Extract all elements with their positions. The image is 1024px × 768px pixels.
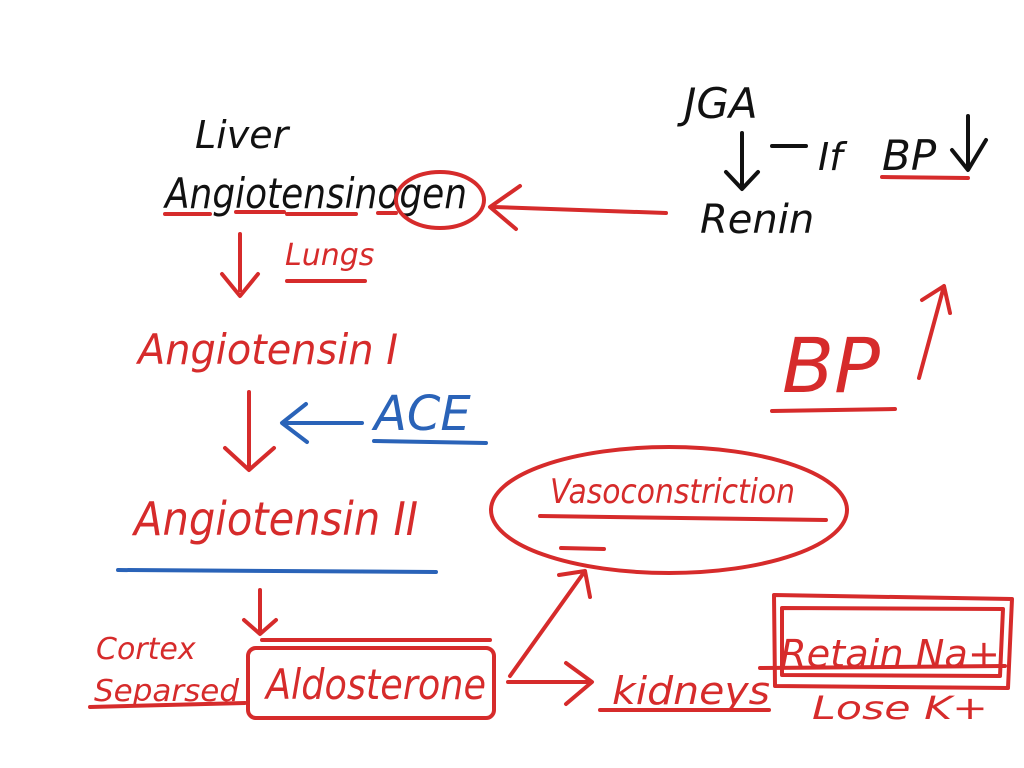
label-renin: Renin <box>700 197 814 243</box>
label-bp-low: BP <box>882 131 937 180</box>
label-cortex-line1: Cortex <box>96 632 196 667</box>
label-vasoconstriction: Vasoconstriction <box>550 472 795 512</box>
underline-bp-low <box>880 175 970 180</box>
underline-vasoconstriction <box>538 514 828 551</box>
arrow-angiotensin-1-to-2 <box>223 390 276 472</box>
arrow-renin-to-angiotensinogen <box>488 184 668 231</box>
underline-angiotensin-2 <box>116 568 438 574</box>
arrow-ace-to-conversion <box>280 402 364 444</box>
label-lose-k: Lose K+ <box>812 689 988 727</box>
underline-retain-na <box>758 664 1007 670</box>
label-aldosterone: Aldosterone <box>263 660 486 709</box>
label-liver: Liver <box>195 113 291 157</box>
label-if: If <box>818 135 848 179</box>
arrow-angiotensin-2-to-aldosterone <box>242 588 278 636</box>
label-ace: ACE <box>371 386 471 442</box>
double-box-retain-na <box>772 593 1014 690</box>
label-kidneys: kidneys <box>612 669 770 713</box>
box-aldosterone <box>246 646 496 720</box>
label-bp-up: BP <box>782 321 880 410</box>
arrow-liver-to-angiotensin-1 <box>220 232 260 298</box>
label-jga: JGA <box>677 79 758 128</box>
underline-cortex-separsed <box>88 701 247 709</box>
arrow-bp-decrease <box>950 114 988 172</box>
label-lungs: Lungs <box>285 238 374 273</box>
underline-bp-up <box>770 407 897 413</box>
label-angiotensin-1: Angiotensin I <box>135 325 398 374</box>
underline-angiotensinogen <box>163 210 398 216</box>
arrow-aldosterone-to-vasoconstriction <box>508 569 592 678</box>
label-angiotensin-2: Angiotensin II <box>131 492 418 546</box>
arrow-bp-up <box>917 284 952 380</box>
oval-vasoconstriction <box>489 445 849 575</box>
arrow-aldosterone-to-kidneys <box>506 661 594 706</box>
underline-ace <box>372 439 488 445</box>
arrow-jga-to-renin <box>724 131 760 191</box>
circle-ogen <box>394 170 486 230</box>
